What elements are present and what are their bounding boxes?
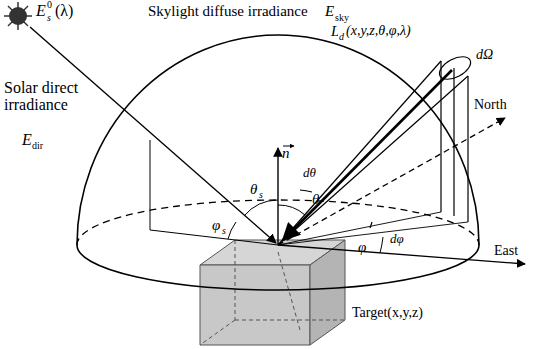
angle-label: dφ	[390, 232, 404, 246]
irradiance-symbol: E	[325, 4, 334, 20]
subscript: s	[47, 13, 51, 24]
radiance-args: (x,y,z,θ,φ,λ)	[345, 24, 412, 39]
solid-angle: dΩ	[476, 48, 493, 63]
normal-label: n	[282, 146, 290, 162]
direct-label: Solar direct irradiance	[4, 80, 82, 114]
angle-label: dθ	[303, 166, 316, 180]
solar-ray	[30, 27, 276, 243]
subscript: d	[338, 32, 345, 43]
wavelength: (λ)	[55, 3, 73, 20]
title-label: Skylight diffuse irradiance	[148, 4, 308, 20]
angle-label: θ	[312, 192, 319, 208]
radiance-cone	[278, 52, 474, 245]
east-axis	[278, 245, 525, 264]
subscript: s	[259, 190, 263, 201]
target-label: Target(x,y,z)	[352, 306, 423, 321]
subscript: sky	[335, 13, 349, 24]
angle-label: φ	[212, 218, 220, 234]
irradiance-symbol: E	[22, 132, 32, 149]
irradiance-symbol: E	[36, 3, 46, 20]
north-axis	[278, 118, 505, 245]
normal-vector	[277, 148, 278, 245]
subscript: s	[222, 226, 226, 237]
target-box	[200, 240, 345, 345]
angle-label: φ	[358, 240, 366, 256]
sun-symbol	[4, 2, 32, 30]
direction-label: East	[494, 244, 518, 259]
direction-label: North	[474, 98, 507, 113]
angle-label: θ	[250, 182, 257, 198]
superscript: 0	[47, 0, 52, 11]
subscript: dir	[32, 141, 43, 152]
sun-projection	[150, 140, 278, 245]
hemisphere	[77, 35, 479, 290]
